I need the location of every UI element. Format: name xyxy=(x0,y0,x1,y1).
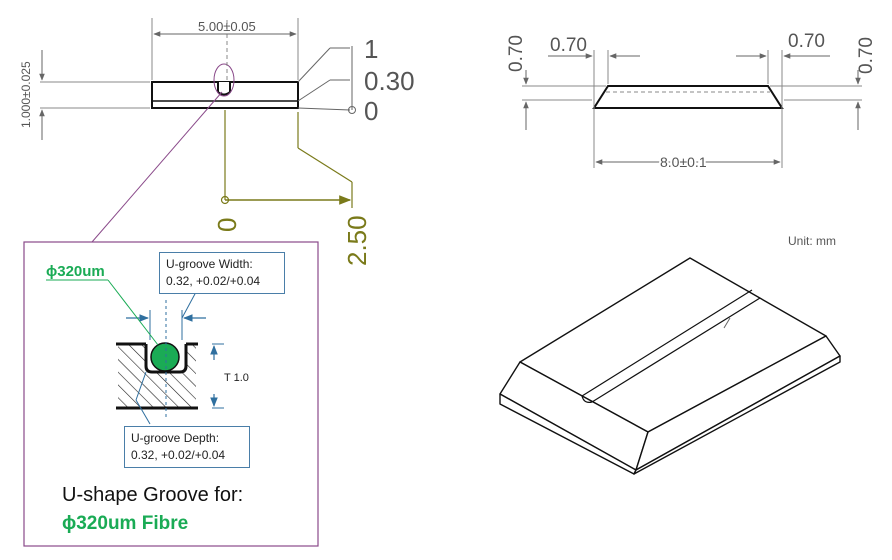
side-right-height: 0.70 xyxy=(856,37,877,74)
height-dimension: 1.000±0.025 xyxy=(19,61,33,128)
unit-note: Unit: mm xyxy=(788,234,836,248)
width-dimension: 5.00±0.05 xyxy=(198,19,256,34)
front-view: 5.00±0.05 1.000±0.025 1 0.30 0 0 2.50 xyxy=(19,18,415,266)
front-view-groove xyxy=(217,82,231,96)
caption-line1: U-shape Groove for: xyxy=(62,484,244,506)
isometric-view xyxy=(499,257,841,475)
ordinate-zero: 0 xyxy=(364,96,378,126)
fibre-circle xyxy=(150,342,180,372)
width-callout-title: U-groove Width: xyxy=(166,257,253,271)
detail-leader xyxy=(91,91,223,243)
thickness-label: T 1.0 xyxy=(224,372,249,384)
side-view-body xyxy=(592,85,784,109)
depth-callout: U-groove Depth: 0.32, +0.02/+0.04 xyxy=(124,426,250,468)
groove-offset: 2.50 xyxy=(342,215,372,266)
depth-callout-title: U-groove Depth: xyxy=(131,431,220,445)
ordinate-top: 1 xyxy=(364,34,378,64)
depth-callout-value: 0.32, +0.02/+0.04 xyxy=(131,448,226,462)
ordinate-mid: 0.30 xyxy=(364,66,415,96)
side-left-height: 0.70 xyxy=(506,35,527,72)
width-callout-value: 0.32, +0.02/+0.04 xyxy=(166,274,261,288)
fibre-label: ϕ320um xyxy=(46,263,105,280)
detail-circle xyxy=(213,63,235,97)
side-length: 8.0±0.1 xyxy=(660,154,707,170)
width-callout: U-groove Width: 0.32, +0.02/+0.04 xyxy=(159,252,285,294)
detail-section xyxy=(46,279,224,425)
side-view: 0.70 0.70 0.70 0.70 8.0±0.1 xyxy=(506,31,877,172)
caption-line2: ϕ320um Fibre xyxy=(62,513,189,534)
side-left-width: 0.70 xyxy=(550,35,587,56)
side-right-width: 0.70 xyxy=(788,31,825,52)
groove-offset-zero: 0 xyxy=(212,218,242,232)
